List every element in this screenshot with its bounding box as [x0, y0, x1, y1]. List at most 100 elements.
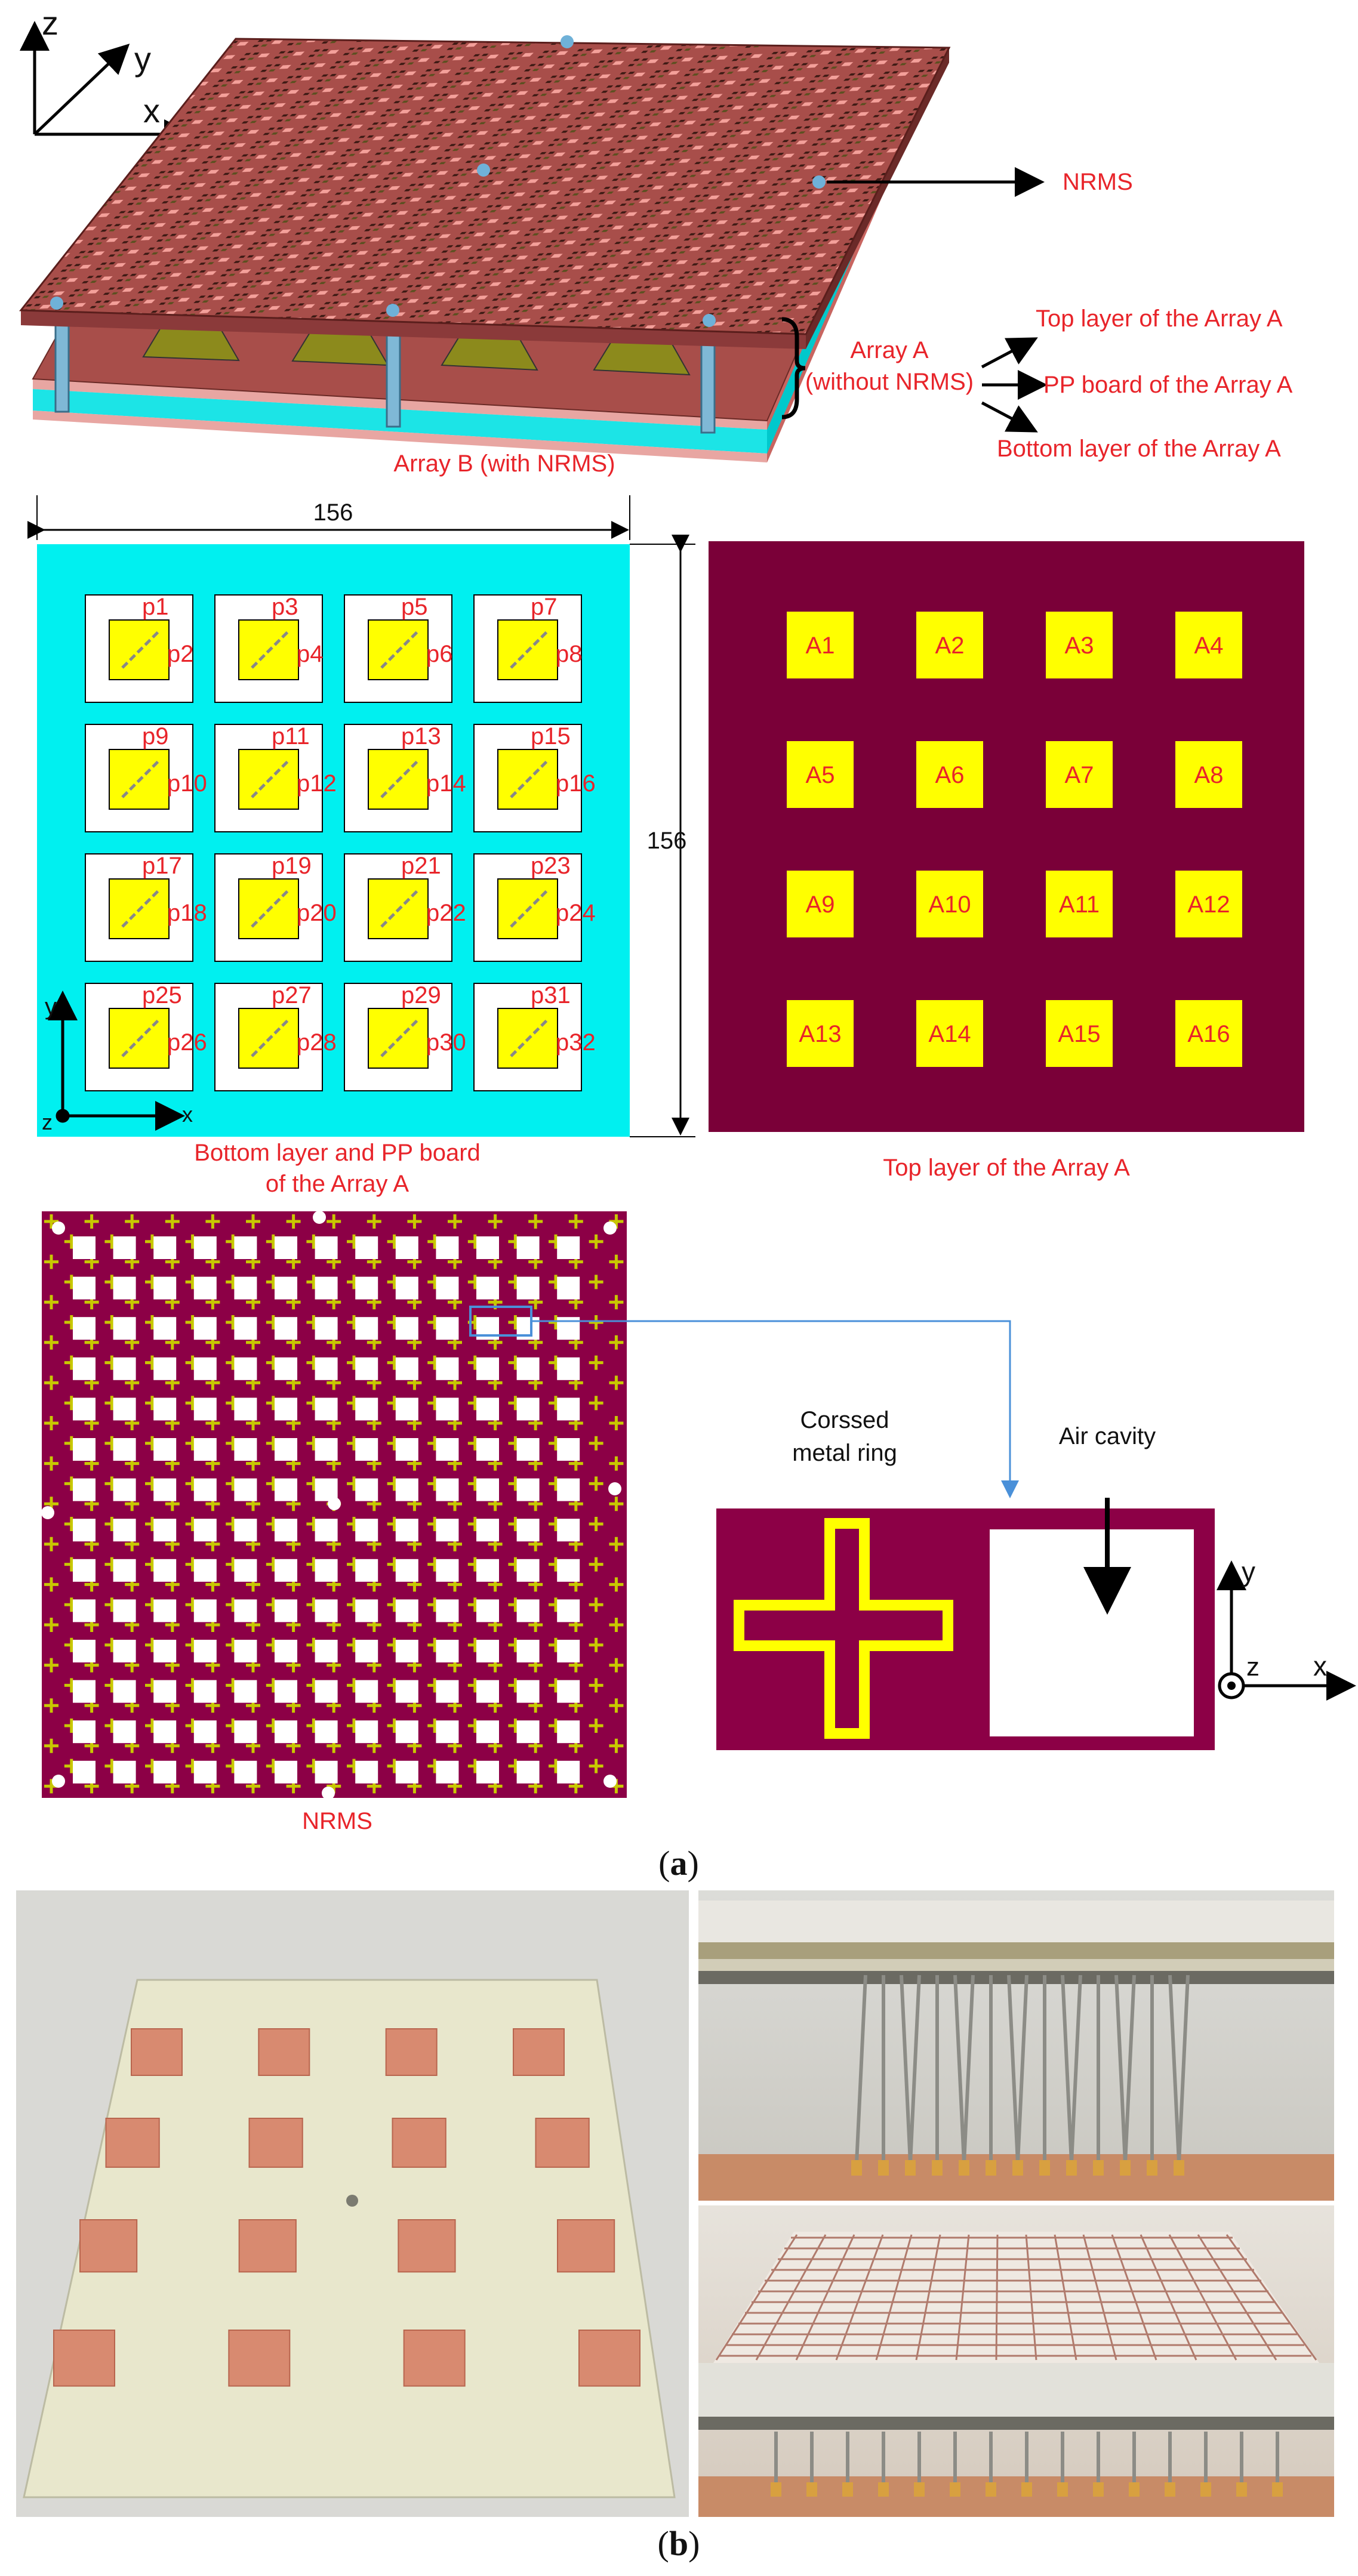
port-label: p25: [142, 982, 182, 1008]
air-cavity-cell: [355, 1640, 378, 1662]
crossed-ring: [568, 1214, 583, 1229]
mounting-hole: [322, 1787, 335, 1800]
air-cavity-cell: [275, 1276, 297, 1300]
air-cavity-cell: [476, 1236, 499, 1259]
port-label: p8: [556, 641, 583, 667]
air-cavity-cell: [73, 1478, 96, 1501]
air-cavity-cell: [476, 1478, 499, 1501]
air-cavity-cell: [73, 1438, 96, 1461]
air-cavity-cell: [193, 1599, 217, 1622]
air-cavity-cell: [153, 1760, 177, 1784]
air-cavity-cell: [476, 1599, 499, 1622]
air-cavity-cell: [557, 1680, 580, 1703]
photo-side-view-array-a: [698, 1890, 1334, 2201]
air-cavity-cell: [315, 1397, 338, 1421]
air-cavity-cell: [234, 1640, 257, 1662]
air-cavity-cell: [516, 1720, 540, 1744]
air-cavity-cell: [557, 1760, 580, 1784]
radiating-patch: [1175, 871, 1242, 937]
crossed-ring: [589, 1517, 603, 1531]
air-cavity-cell: [516, 1276, 540, 1300]
air-cavity-cell: [395, 1720, 418, 1744]
nrms-board-3d: [19, 35, 951, 349]
air-cavity-cell: [275, 1519, 297, 1542]
air-cavity-cell: [73, 1760, 96, 1784]
air-cavity-cell: [234, 1599, 257, 1622]
air-cavity-cell: [355, 1519, 378, 1542]
feed-line: [251, 760, 289, 798]
air-cavity-cell: [436, 1317, 459, 1340]
air-cavity-cell: [355, 1478, 378, 1501]
port-label: p16: [556, 770, 596, 797]
air-cavity-cell: [153, 1599, 177, 1622]
radiating-patch: [787, 871, 854, 937]
air-cavity-cell: [315, 1720, 338, 1744]
air-cavity-cell: [193, 1397, 217, 1421]
port-label: p21: [401, 853, 441, 879]
photo-patch: [258, 2028, 310, 2076]
crossed-ring: [44, 1698, 58, 1713]
port-label: p17: [142, 853, 182, 879]
air-cavity-cell: [355, 1276, 378, 1300]
air-cavity-cell: [395, 1236, 418, 1259]
zoom-axis-z: z: [1246, 1652, 1260, 1682]
air-cavity-cell: [436, 1720, 459, 1744]
bottom-caption-line1: Bottom layer and PP board: [194, 1140, 481, 1166]
crossed-ring: [609, 1254, 624, 1269]
bottom-axis-y: y: [45, 994, 57, 1020]
port-label: p7: [531, 594, 558, 620]
crossed-ring: [609, 1416, 624, 1430]
crossed-ring: [589, 1759, 603, 1773]
air-cavity-cell: [193, 1680, 217, 1703]
patch-label: A4: [1194, 633, 1224, 659]
zoom-axis-y: y: [1242, 1556, 1255, 1587]
air-cavity-cell: [275, 1236, 297, 1259]
patch-label: A11: [1059, 891, 1100, 918]
mounting-hole: [313, 1211, 326, 1224]
nrms-3d-label: NRMS: [1063, 169, 1133, 195]
air-cavity-cell: [355, 1760, 378, 1784]
feed-line: [251, 890, 289, 928]
air-cavity-cell: [193, 1519, 217, 1542]
air-cavity-cell: [436, 1357, 459, 1380]
air-cavity-cell: [476, 1276, 499, 1300]
air-cavity-cell: [275, 1438, 297, 1461]
crossed-ring: [589, 1719, 603, 1733]
photo-patch: [535, 2118, 590, 2168]
air-cavity-cell: [193, 1276, 217, 1300]
top-caption: Top layer of the Array A: [883, 1155, 1130, 1181]
figure-label-a: (a): [658, 1844, 699, 1883]
air-cavity: [990, 1529, 1194, 1736]
axis-z-label: z: [42, 4, 58, 42]
air-cavity-cell: [436, 1559, 459, 1582]
air-cavity-cell: [113, 1599, 136, 1622]
air-cavity-cell: [153, 1236, 177, 1259]
air-cavity-cell: [476, 1397, 499, 1421]
crossed-ring: [84, 1214, 99, 1229]
cell-aperture: [214, 594, 323, 703]
air-cavity-cell: [234, 1559, 257, 1582]
air-cavity-cell: [557, 1357, 580, 1380]
air-cavity-cell: [113, 1760, 136, 1784]
feed-line: [121, 760, 159, 798]
bottom-axis-x: x: [182, 1102, 193, 1127]
air-cavity-cell: [113, 1438, 136, 1461]
crossed-ring: [44, 1738, 58, 1753]
photo-patch: [238, 2219, 297, 2273]
air-cavity-cell: [355, 1720, 378, 1744]
port-label: p2: [167, 641, 194, 667]
air-cavity-cell: [113, 1397, 136, 1421]
patch-label: A9: [806, 891, 835, 918]
photo-patch: [53, 2330, 115, 2387]
air-cavity-cell: [436, 1680, 459, 1703]
port-label: p32: [556, 1029, 596, 1056]
air-cavity-cell: [275, 1760, 297, 1784]
air-cavity-cell: [73, 1236, 96, 1259]
air-cavity-cell: [395, 1640, 418, 1662]
axis-x-label: x: [143, 92, 160, 129]
crossed-ring: [589, 1234, 603, 1249]
photo-patch: [79, 2219, 138, 2273]
air-cavity-cell: [275, 1317, 297, 1340]
feed-line: [121, 890, 159, 928]
